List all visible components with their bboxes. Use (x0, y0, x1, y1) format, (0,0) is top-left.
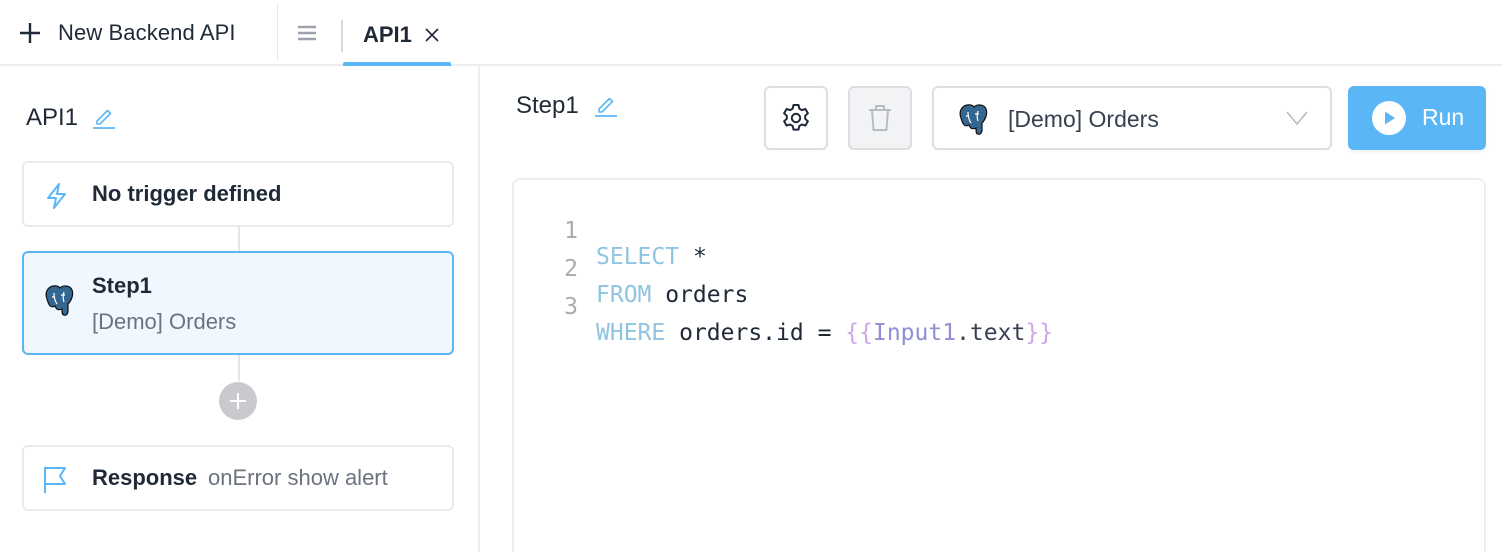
menu-button[interactable] (295, 22, 319, 44)
step-card[interactable]: Step1 [Demo] Orders (22, 251, 454, 355)
settings-button[interactable] (764, 86, 828, 150)
pencil-icon[interactable] (594, 92, 618, 118)
datasource-select[interactable]: [Demo] Orders (932, 86, 1332, 150)
api-flow-panel: API1 No trigger defined Step1 [Demo] Ord… (0, 66, 480, 552)
trash-icon (869, 105, 891, 131)
line-number: 2 (564, 256, 578, 282)
tab-api1[interactable]: API1 (343, 0, 451, 66)
divider (277, 4, 278, 60)
chevron-down-icon (1286, 111, 1308, 126)
code-line: 1 SELECT * (514, 192, 707, 270)
new-backend-api-label: New Backend API (58, 20, 236, 45)
step-name: Step1 (92, 273, 152, 298)
code-line: 3 WHERE orders.id = {{Input1.text}} (514, 268, 1053, 346)
new-backend-api-button[interactable]: New Backend API (18, 18, 236, 48)
response-card[interactable]: Response onError show alert (22, 445, 454, 511)
step-editor-panel: Step1 [Demo] Orders Run 1 SELECT * 2 FRO… (482, 66, 1502, 552)
code-text: SELECT * (596, 244, 707, 270)
response-detail: onError show alert (208, 465, 388, 490)
run-label: Run (1422, 104, 1465, 130)
flow-connector (238, 227, 240, 251)
tab-label: API1 (363, 22, 412, 47)
lightning-icon (47, 183, 66, 209)
template-variable: Input1 (872, 320, 957, 346)
postgres-icon (45, 285, 74, 316)
code-text: FROM orders (596, 282, 748, 308)
template-property: .text (956, 320, 1026, 346)
datasource-value: [Demo] Orders (1008, 106, 1159, 132)
flag-icon (44, 467, 66, 493)
sql-keyword: FROM (596, 282, 652, 308)
template-brace: {{ (845, 320, 873, 346)
sql-code-editor[interactable]: 1 SELECT * 2 FROM orders 3 WHERE orders.… (512, 178, 1486, 552)
flow-connector (238, 355, 240, 381)
close-icon[interactable] (425, 28, 439, 42)
top-tab-bar: New Backend API API1 (0, 0, 1502, 66)
trigger-card[interactable]: No trigger defined (22, 161, 454, 227)
active-tab-indicator (343, 62, 451, 66)
response-label: Response (92, 465, 198, 490)
code-token: orders (651, 282, 749, 308)
sql-keyword: SELECT (596, 244, 680, 270)
trigger-label: No trigger defined (92, 181, 282, 206)
code-text: WHERE orders.id = {{Input1.text}} (596, 320, 1053, 346)
divider (341, 20, 343, 52)
gear-icon (783, 104, 809, 131)
api-name: API1 (26, 104, 79, 131)
hamburger-icon (298, 25, 316, 41)
run-button[interactable]: Run (1348, 86, 1486, 150)
sql-keyword: WHERE (596, 320, 666, 346)
plus-icon (20, 23, 40, 43)
line-number: 3 (564, 294, 578, 320)
step-title: Step1 (516, 92, 579, 119)
add-step-button[interactable] (219, 382, 257, 420)
step-datasource: [Demo] Orders (92, 309, 237, 334)
play-icon (1372, 101, 1406, 135)
pencil-icon[interactable] (92, 104, 116, 130)
line-number: 1 (564, 218, 578, 244)
code-token: orders.id = (665, 320, 846, 346)
postgres-icon (959, 104, 988, 135)
plus-icon (230, 393, 246, 409)
template-brace: }} (1025, 320, 1054, 346)
code-line: 2 FROM orders (514, 230, 748, 308)
code-token: * (679, 244, 707, 270)
delete-step-button[interactable] (848, 86, 912, 150)
